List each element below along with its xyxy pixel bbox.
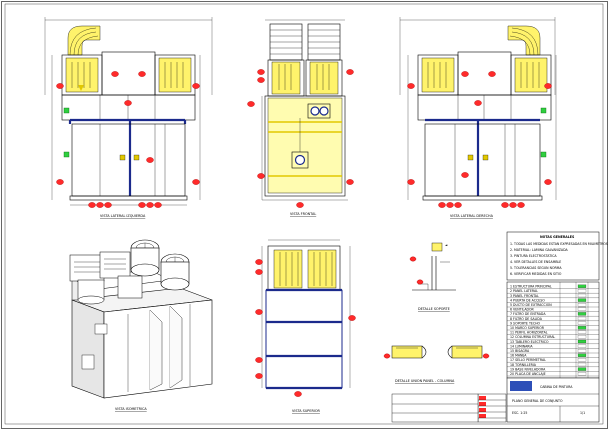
note-line: 4. VER DETALLES DE ENSAMBLE (510, 260, 561, 264)
parts-table-mark (577, 362, 587, 367)
parts-table-mark (577, 298, 587, 302)
parts-table-mark (577, 312, 587, 316)
parts-table-row: 3 PANEL FRONTAL (510, 294, 539, 298)
parts-table-mark (577, 339, 587, 344)
parts-table-mark (577, 358, 587, 362)
parts-table-mark (577, 284, 587, 288)
parts-table-row: 20 PLACA DE ANCLAJE (510, 372, 546, 376)
caption-front: VISTA FRONTAL (290, 212, 316, 216)
parts-table-row: 6 VENTILADOR (510, 308, 535, 312)
caption-isometric: VISTA ISOMETRICA (115, 407, 147, 411)
parts-table-mark (577, 293, 587, 298)
title-block: CABINA DE PINTURA PLANO GENERAL DE CONJU… (506, 377, 600, 423)
view-front: VISTA FRONTAL (247, 19, 354, 216)
parts-table-row: 10 MARCO SUPERIOR (510, 326, 545, 330)
parts-table-mark (577, 330, 587, 334)
parts-table-row: 16 MANIJA (510, 354, 527, 358)
view-right-side: VISTA LATERAL DERECHA (399, 17, 557, 218)
caption-detail-support: DETALLE SOPORTE (418, 307, 450, 311)
parts-table-row: 14 LUMINARIA (510, 344, 533, 348)
caption-left-side: VISTA LATERAL IZQUIERDA (100, 214, 146, 218)
title-scale: ESC. 1:25 (512, 411, 527, 415)
parts-table-row: 18 TORNILLERIA (510, 363, 537, 367)
title-project: CABINA DE PINTURA (540, 385, 573, 389)
parts-table-mark (577, 326, 587, 330)
parts-table-row: 9 SOPORTE TECHO (510, 321, 541, 325)
parts-table-mark (577, 344, 587, 348)
view-left-side: VISTA LATERAL IZQUIERDA (44, 17, 213, 218)
parts-table-mark (577, 316, 587, 321)
view-isometric: VISTA ISOMETRICA (69, 239, 213, 411)
parts-table-mark (577, 289, 587, 293)
note-line: 1. TODAS LAS MEDIDAS ESTAN EXPRESADAS EN… (510, 242, 608, 246)
caption-top: VISTA SUPERIOR (292, 409, 321, 413)
note-line: 2. MATERIAL: LAMINA GALVANIZADA (510, 248, 569, 252)
view-top: VISTA SUPERIOR (255, 239, 356, 413)
parts-table-row: 15 BISAGRA (510, 349, 530, 353)
parts-table-row: 1 ESTRUCTURA PRINCIPAL (510, 285, 552, 289)
caption-detail-joint: DETALLE UNION PANEL - COLUMNA (395, 379, 455, 383)
title-drawing: PLANO GENERAL DE CONJUNTO (512, 399, 563, 403)
parts-table-row: 7 FILTRO DE ENTRADA (510, 312, 546, 316)
note-line: 3. PINTURA ELECTROSTATICA (510, 254, 557, 258)
note-line: 6. VERIFICAR MEDIDAS EN SITIO (510, 272, 562, 276)
note-line: 5. TOLERANCIAS SEGUN NORMA (510, 266, 562, 270)
parts-table-mark (577, 303, 587, 307)
parts-table-row: 13 TABLERO ELECTRICO (510, 340, 549, 344)
notes-title: NOTAS GENERALES (540, 235, 575, 239)
company-logo (510, 381, 532, 391)
revision-block (391, 393, 507, 423)
detail-joint: DETALLE UNION PANEL - COLUMNA (383, 345, 490, 383)
parts-table-row: 11 PERFIL HORIZONTAL (510, 331, 548, 335)
parts-table-mark (577, 367, 587, 371)
title-sheet: 1/1 (580, 411, 585, 415)
detail-support: ◄ DETALLE SOPORTE (409, 242, 456, 311)
parts-table-row: 4 PUERTA DE ACCESO (510, 298, 545, 302)
parts-table-row: 2 PANEL LATERAL (510, 289, 538, 293)
notes-panel: NOTAS GENERALES 1. TODAS LAS MEDIDAS EST… (506, 231, 608, 281)
parts-table-row: 5 DUCTO DE EXTRACCION (510, 303, 552, 307)
sheet-inner-border (4, 3, 604, 425)
parts-table-mark (577, 335, 587, 339)
parts-table-mark (577, 321, 587, 325)
parts-table-mark (577, 349, 587, 353)
parts-table-row: 19 BASE NIVELADORA (510, 367, 546, 371)
parts-table-row: 17 SELLO PERIMETRAL (510, 358, 546, 362)
parts-table-mark (577, 372, 587, 376)
caption-right-side: VISTA LATERAL DERECHA (450, 214, 494, 218)
parts-table-mark (577, 353, 587, 357)
parts-table-row: 12 COLUMNA ESTRUCTURAL (510, 335, 555, 339)
detail-support-label-1: ◄ (445, 243, 448, 247)
parts-table-mark (577, 307, 587, 311)
parts-table-row: 8 FILTRO DE SALIDA (510, 317, 543, 321)
